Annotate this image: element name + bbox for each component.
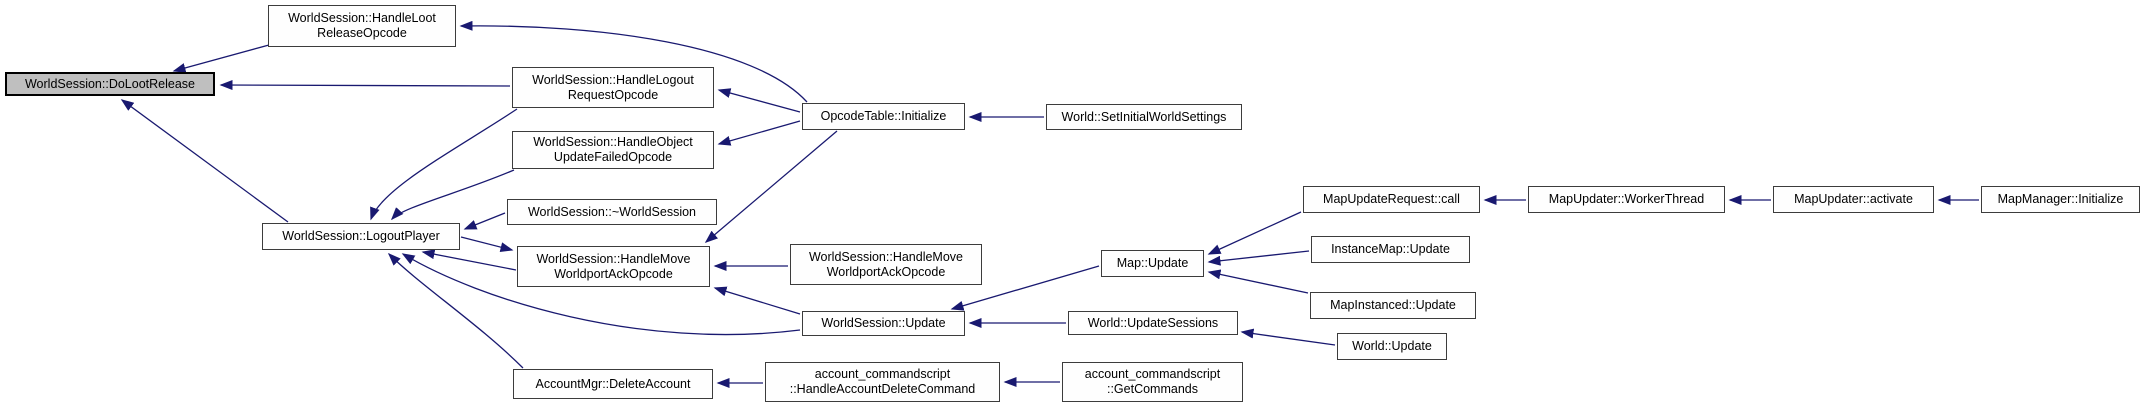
edge-call-to-mapupdate bbox=[1207, 211, 1302, 255]
edge-opcodetable-to-handleobject bbox=[717, 120, 801, 146]
graph-node-label: WorldSession::LogoutPlayer bbox=[282, 229, 440, 243]
graph-node-update[interactable]: WorldSession::Update bbox=[802, 311, 965, 336]
graph-node-label: WorldSession::DoLootRelease bbox=[24, 76, 195, 91]
edge-deleteaccount-to-logoutplayer bbox=[387, 252, 524, 369]
graph-node-workerthread[interactable]: MapUpdater::WorkerThread bbox=[1528, 186, 1725, 213]
graph-node-dtor[interactable]: WorldSession::~WorldSession bbox=[507, 199, 717, 225]
graph-node-logoutplayer[interactable]: WorldSession::LogoutPlayer bbox=[262, 223, 460, 250]
edge-opcodetable-to-handlelogout bbox=[717, 88, 801, 113]
graph-node-label: UpdateFailedOpcode bbox=[553, 150, 673, 164]
graph-node-label: WorldSession::~WorldSession bbox=[527, 204, 697, 219]
graph-node-label: WorldSession::Update bbox=[821, 316, 946, 330]
graph-node-setinitial[interactable]: World::SetInitialWorldSettings bbox=[1046, 104, 1242, 130]
edge-handlelogout-to-dolootrelease bbox=[219, 80, 511, 91]
edge-handleloot-to-dolootrelease bbox=[172, 44, 270, 73]
graph-node-opcodetable[interactable]: OpcodeTable::Initialize bbox=[802, 103, 965, 130]
graph-node-label: World::Update bbox=[1352, 339, 1432, 353]
edge-move1-to-logoutplayer bbox=[421, 249, 517, 271]
graph-node-label: MapUpdateRequest::call bbox=[1323, 192, 1460, 206]
edge-update-to-move1 bbox=[713, 286, 801, 315]
graph-node-label: WorldportAckOpcode bbox=[554, 266, 673, 281]
edge-dtor-to-logoutplayer bbox=[463, 212, 506, 230]
graph-node-label: account_commandscript bbox=[814, 367, 951, 381]
graph-node-label: WorldportAckOpcode bbox=[826, 264, 946, 279]
graph-node-mapinstanced[interactable]: MapInstanced::Update bbox=[1310, 292, 1476, 319]
graph-node-label: WorldSession::HandleMove bbox=[808, 249, 963, 264]
graph-node-label: World::UpdateSessions bbox=[1087, 315, 1219, 330]
graph-node-worldupdate[interactable]: World::Update bbox=[1337, 333, 1447, 360]
edge-logoutplayer-to-dolootrelease bbox=[120, 99, 289, 223]
graph-node-label: AccountMgr::DeleteAccount bbox=[535, 376, 691, 391]
graph-node-activate[interactable]: MapUpdater::activate bbox=[1773, 186, 1934, 213]
edge-instancemap-to-mapupdate bbox=[1207, 250, 1310, 266]
edge-mapupdate-to-update bbox=[950, 265, 1100, 311]
graph-node-label: WorldSession::HandleLogout bbox=[532, 72, 694, 87]
graph-node-label: MapUpdater::activate bbox=[1794, 192, 1913, 206]
edge-update-to-logoutplayer bbox=[401, 253, 801, 336]
graph-node-instancemap[interactable]: InstanceMap::Update bbox=[1311, 236, 1470, 263]
graph-node-label: ::GetCommands bbox=[1106, 382, 1198, 396]
graph-node-label: OpcodeTable::Initialize bbox=[820, 109, 947, 123]
graph-node-deleteaccount[interactable]: AccountMgr::DeleteAccount bbox=[513, 369, 713, 399]
graph-node-label: WorldSession::HandleObject bbox=[533, 135, 693, 149]
graph-node-label: WorldSession::HandleMove bbox=[536, 251, 691, 266]
edge-worldupdate-to-updatesessions bbox=[1240, 328, 1336, 346]
graph-node-mapupdate[interactable]: Map::Update bbox=[1101, 250, 1204, 277]
graph-node-updatesessions[interactable]: World::UpdateSessions bbox=[1068, 311, 1238, 335]
edge-handlelogout-to-logoutplayer bbox=[370, 108, 518, 221]
graph-node-label: MapInstanced::Update bbox=[1330, 298, 1456, 312]
graph-node-getcommands[interactable]: account_commandscript::GetCommands bbox=[1062, 362, 1243, 402]
graph-node-label: Map::Update bbox=[1116, 256, 1189, 270]
graph-node-label: ReleaseOpcode bbox=[317, 26, 407, 40]
graph-node-label: InstanceMap::Update bbox=[1331, 242, 1450, 256]
graph-node-label: ::HandleAccountDeleteCommand bbox=[789, 382, 976, 396]
graph-node-label: RequestOpcode bbox=[567, 87, 659, 102]
graph-node-label: account_commandscript bbox=[1084, 367, 1221, 381]
graph-node-label: WorldSession::HandleLoot bbox=[288, 11, 436, 25]
graph-node-label: MapUpdater::WorkerThread bbox=[1548, 192, 1705, 206]
graph-node-call[interactable]: MapUpdateRequest::call bbox=[1303, 186, 1480, 213]
graph-node-hadc[interactable]: account_commandscript::HandleAccountDele… bbox=[765, 362, 1000, 402]
edge-opcodetable-to-handleloot bbox=[459, 20, 808, 103]
edge-opcodetable-to-move1 bbox=[704, 130, 838, 243]
edge-handleobject-to-logoutplayer bbox=[390, 169, 515, 221]
edge-logoutplayer-to-move1 bbox=[460, 236, 514, 253]
graph-node-label: World::SetInitialWorldSettings bbox=[1061, 109, 1227, 124]
graph-node-dolootrelease: WorldSession::DoLootRelease bbox=[5, 72, 215, 96]
graph-node-mmginit[interactable]: MapManager::Initialize bbox=[1981, 186, 2140, 213]
graph-node-label: MapManager::Initialize bbox=[1997, 192, 2124, 206]
edge-mapinstanced-to-mapupdate bbox=[1207, 269, 1309, 294]
